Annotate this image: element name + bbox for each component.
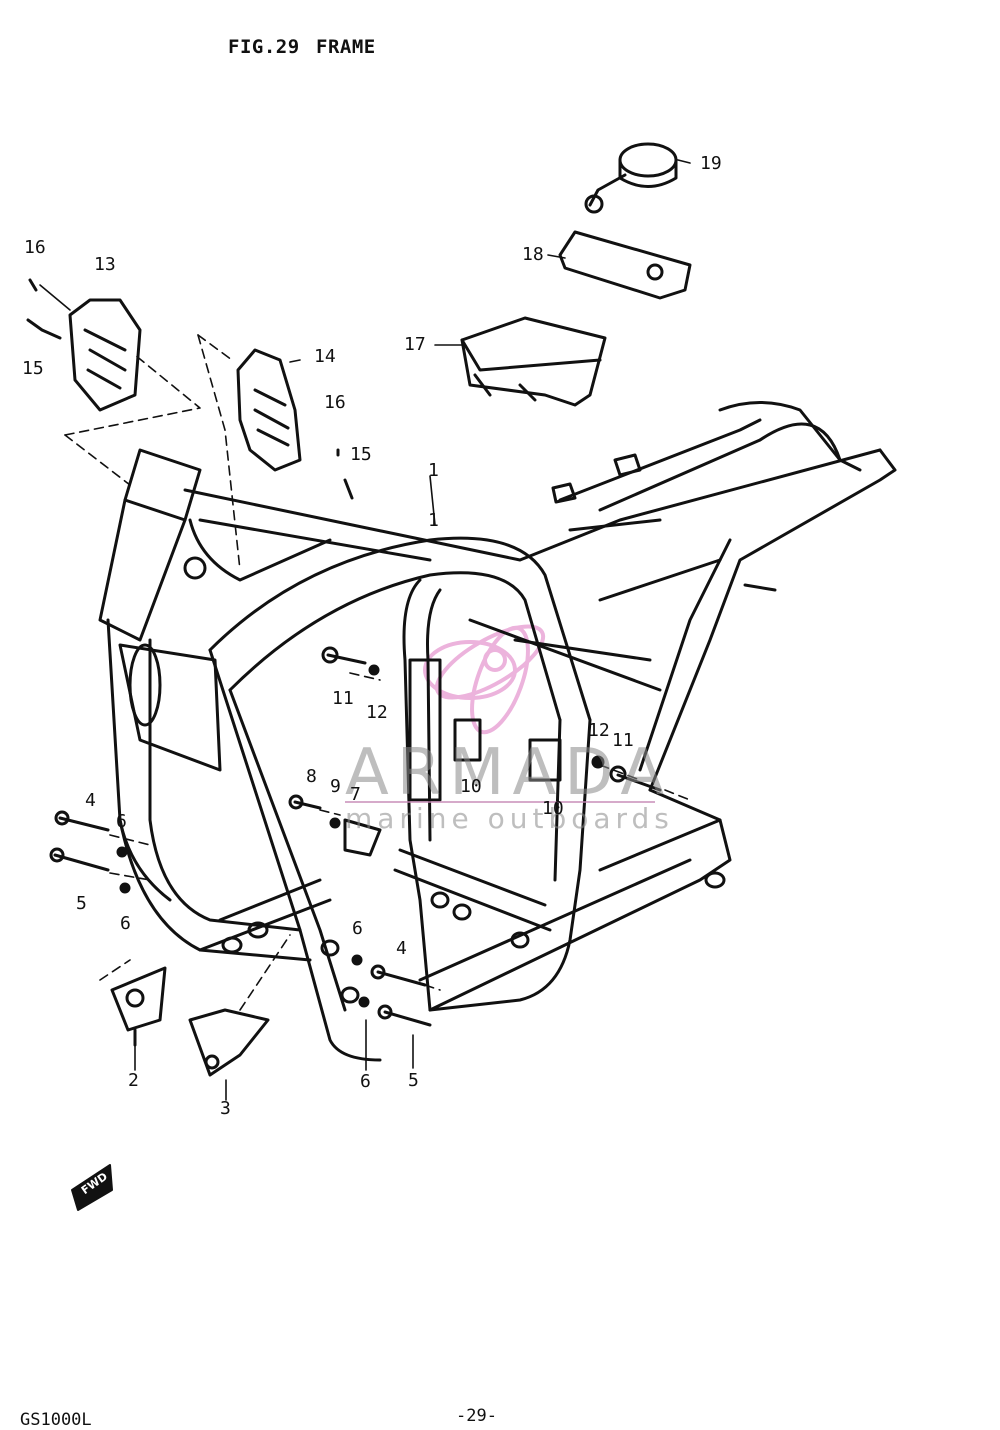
callout-15: 15	[350, 444, 372, 465]
callout-3: 3	[220, 1098, 231, 1119]
callout-11: 11	[612, 730, 634, 751]
dashed-guides	[64, 334, 691, 1011]
part-3-bracket	[188, 1008, 270, 1077]
watermark-tagline: marine outboards	[345, 802, 674, 835]
callout-7: 7	[350, 784, 361, 805]
part-2-bracket	[110, 966, 167, 1047]
callout-8: 8	[306, 766, 317, 787]
callout-13: 13	[94, 254, 116, 275]
callout-10: 10	[460, 776, 482, 797]
callout-18: 18	[522, 244, 544, 265]
model-code: GS1000L	[20, 1410, 92, 1430]
callout-12: 12	[366, 702, 388, 723]
figure-number: FIG.29	[228, 36, 300, 58]
callout-5: 5	[408, 1070, 419, 1091]
callout-4: 4	[85, 790, 96, 811]
callout-16: 16	[24, 237, 46, 258]
callout-9: 9	[330, 776, 341, 797]
callout-15: 15	[22, 358, 44, 379]
callout-11: 11	[332, 688, 354, 709]
figure-title: FRAME	[316, 36, 376, 58]
main-frame	[98, 401, 897, 1062]
washers	[116, 664, 605, 1008]
part-18-cover	[558, 230, 692, 300]
callout-2: 2	[128, 1070, 139, 1091]
callout-12: 12	[588, 720, 610, 741]
callout-6: 6	[120, 913, 131, 934]
callout-6: 6	[352, 918, 363, 939]
leader-lines	[39, 159, 691, 1101]
part-17-battery-tray	[460, 316, 607, 407]
callout-16: 16	[324, 392, 346, 413]
page-number: -29-	[456, 1406, 497, 1426]
callout-1: 1	[428, 460, 439, 481]
callout-1: 1	[428, 510, 439, 531]
callout-6: 6	[360, 1071, 371, 1092]
callout-19: 19	[700, 153, 722, 174]
part-19-assembly	[584, 142, 678, 214]
callout-17: 17	[404, 334, 426, 355]
part-14-side-cover	[236, 348, 302, 472]
callout-4: 4	[396, 938, 407, 959]
callout-14: 14	[314, 346, 336, 367]
bolts	[26, 278, 777, 1027]
callout-5: 5	[76, 893, 87, 914]
watermark-brand: ARMADA	[345, 736, 673, 810]
callout-6: 6	[116, 811, 127, 832]
callout-10: 10	[542, 798, 564, 819]
part-13-side-cover	[68, 298, 142, 412]
watermark-divider	[345, 801, 655, 803]
